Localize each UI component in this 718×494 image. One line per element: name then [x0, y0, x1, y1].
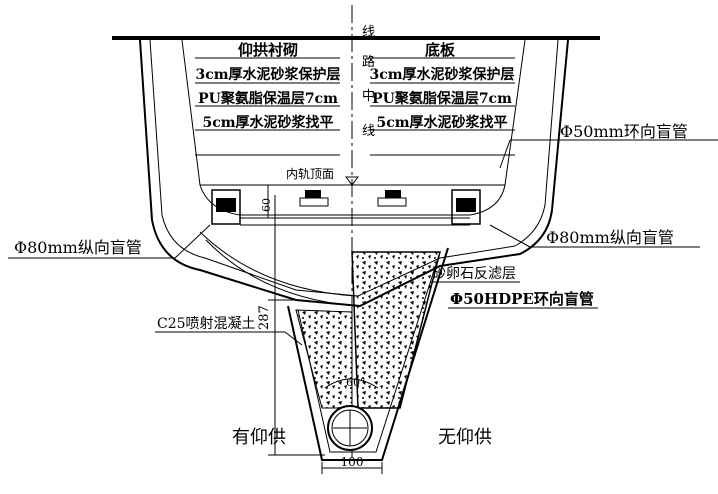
gravel-filter-fill — [351, 251, 441, 409]
right-rail-block — [377, 189, 481, 225]
shotcrete-label: C25喷射混凝土 — [157, 316, 256, 332]
invert-curve — [199, 231, 357, 297]
gravel-filter-left — [295, 309, 353, 409]
left-rail-block — [211, 189, 329, 225]
tunnel-cavity — [181, 39, 526, 216]
dim-100-label: 100 — [341, 455, 364, 469]
right-table-header: 底板 — [425, 41, 456, 59]
centerline-char-1: 线 — [362, 25, 375, 40]
dim-287-label: 287 — [257, 305, 272, 330]
hdpe-pipe-label: Φ50HDPE环向盲管 — [450, 290, 594, 308]
long-pipe-80-right-label: Φ80mm纵向盲管 — [546, 228, 674, 247]
left-table-row-3: 5cm厚水泥砂浆找平 — [202, 114, 333, 131]
left-table-row-2: PU聚氨脂保温层7cm — [198, 90, 338, 107]
tunnel-outer-wall — [139, 39, 569, 308]
centerline-char-4: 线 — [362, 124, 375, 139]
dim-60-label: 60 — [260, 198, 273, 212]
left-table-row-1: 3cm厚水泥砂浆保护层 — [195, 66, 340, 83]
right-table-row-1: 3cm厚水泥砂浆保护层 — [369, 66, 514, 83]
right-table-row-3: 5cm厚水泥砂浆找平 — [376, 114, 507, 131]
ring-pipe-50-label: Φ50mm环向盲管 — [560, 122, 688, 141]
trench-outline — [287, 247, 449, 461]
left-table-header: 仰拱衬砌 — [238, 41, 298, 59]
angle-60-label: 60° — [346, 376, 366, 389]
centerline-char-3: 中 — [362, 89, 375, 104]
centerline-char-2: 路 — [362, 54, 375, 70]
without-invert-label: 无仰供 — [438, 427, 492, 448]
gravel-filter-label: 砂卵石反滤层 — [432, 266, 516, 282]
rail-top-marker — [345, 176, 359, 186]
right-table-row-2: PU聚氨脂保温层7cm — [372, 90, 512, 107]
long-pipe-80-left-label: Φ80mm纵向盲管 — [14, 238, 142, 257]
with-invert-label: 有仰供 — [232, 427, 286, 448]
rail-top-label: 内轨顶面 — [286, 167, 334, 181]
